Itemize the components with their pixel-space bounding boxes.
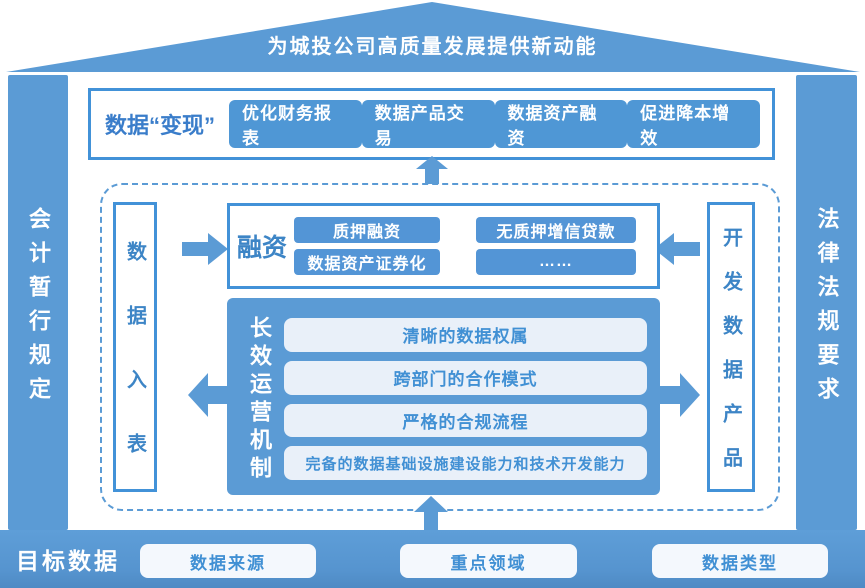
data-product-bar: 开发数据产品	[707, 202, 755, 492]
monetization-label: 数据“变现”	[104, 113, 215, 138]
monetization-items: 优化财务报表 数据产品交易 数据资产融资 促进降本增效	[229, 100, 772, 148]
data-entry-bar: 数据入表	[113, 202, 157, 497]
monetization-panel: 数据“变现” 优化财务报表 数据产品交易 数据资产融资 促进降本增效	[88, 88, 775, 160]
target-data-bar: 目标数据 数据来源 重点领域 数据类型	[0, 530, 865, 588]
target-data-label: 目标数据	[16, 548, 120, 574]
arrow-up-bottom-icon	[414, 496, 448, 532]
target-data-item-source: 数据来源	[140, 544, 316, 578]
mechanism-items: 清晰的数据权属 跨部门的合作模式 严格的合规流程 完备的数据基础设施建设能力和技…	[284, 318, 647, 480]
financing-item-unsecured-loan: 无质押增信贷款	[476, 217, 636, 243]
pillar-legal-requirements: 法律法规要求	[796, 75, 857, 530]
arrow-right-big-icon	[658, 373, 700, 417]
mechanism-item-compliance-process: 严格的合规流程	[284, 403, 647, 438]
pillar-legal-requirements-label: 法律法规要求	[814, 206, 840, 411]
roof-shape	[6, 2, 860, 72]
data-entry-bar-label: 数据入表	[123, 241, 146, 497]
mechanism-label-text: 长效运营机制	[247, 315, 272, 484]
financing-panel: 融资 质押融资 数据资产证券化 无质押增信贷款 ……	[227, 203, 660, 289]
financing-item-pledge: 质押融资	[294, 217, 440, 243]
target-data-item-key-fields: 重点领域	[400, 544, 577, 578]
financing-item-ellipsis: ……	[476, 249, 636, 275]
mechanism-panel: 长效运营机制 清晰的数据权属 跨部门的合作模式 严格的合规流程 完备的数据基础设…	[227, 298, 660, 495]
mechanism-label: 长效运营机制	[241, 298, 277, 495]
arrow-up-top-icon	[416, 156, 448, 184]
pillar-accounting-rules: 会计暂行规定	[8, 75, 68, 530]
financing-label: 融资	[236, 234, 287, 262]
data-product-bar-label: 开发数据产品	[719, 227, 742, 491]
roof-title: 为城投公司高质量发展提供新动能	[267, 36, 598, 58]
mechanism-item-data-ownership: 清晰的数据权属	[284, 318, 647, 352]
target-data-item-type: 数据类型	[652, 544, 828, 578]
mechanism-item-infrastructure-capability: 完备的数据基础设施建设能力和技术开发能力	[284, 446, 647, 480]
pillar-accounting-rules-label: 会计暂行规定	[26, 206, 51, 411]
financing-item-securitization: 数据资产证券化	[294, 249, 440, 275]
financing-items: 质押融资 数据资产证券化 无质押增信贷款 ……	[294, 217, 657, 275]
monetization-item-data-product-trade: 数据产品交易	[361, 100, 495, 148]
monetization-item-data-asset-financing: 数据资产融资	[494, 100, 628, 148]
monetization-item-cost-reduction: 促进降本增效	[627, 100, 760, 148]
arrow-left-big-icon	[188, 373, 230, 417]
mechanism-item-cooperation-model: 跨部门的合作模式	[284, 360, 647, 395]
arrow-right-icon	[182, 233, 228, 265]
monetization-item-optimize-reports: 优化财务报表	[229, 100, 362, 148]
arrow-left-icon	[654, 233, 700, 265]
